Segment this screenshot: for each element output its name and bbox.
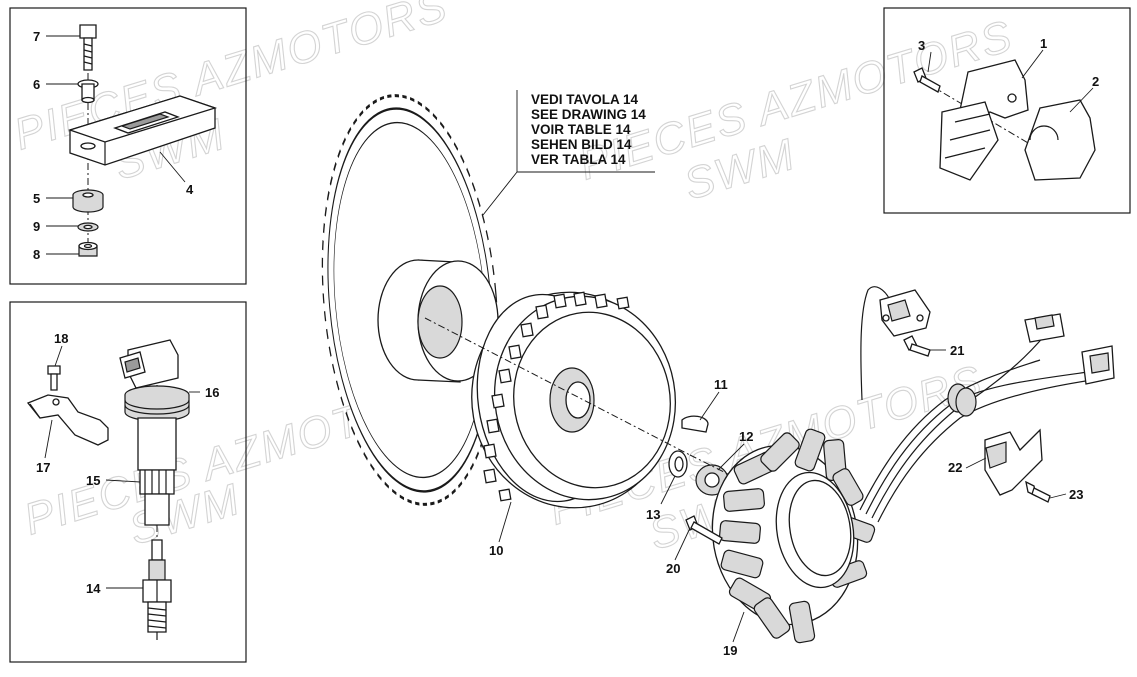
ignition-coil-icon [119,339,190,526]
sensor-cover-2-icon [1024,99,1096,181]
spark-plug-icon [142,539,172,640]
callout-labels: 7 6 5 9 8 4 3 1 2 18 16 17 15 14 11 12 1… [33,29,1099,658]
callout-20: 20 [666,561,680,576]
cable-clip-22-icon [984,428,1043,496]
bracket-17-icon [26,394,109,446]
bolt-7-icon [79,24,97,71]
woodruff-key-11-icon [681,415,709,433]
note-line: SEHEN BILD 14 [531,137,632,152]
callout-11: 11 [714,377,728,392]
pickup-sensor-assembly [913,59,1096,181]
callout-7: 7 [33,29,40,44]
leader-lines [44,35,1094,643]
callout-13: 13 [646,507,660,522]
stator-icon [711,428,876,644]
callout-23: 23 [1069,487,1083,502]
grommet-5-icon [72,189,104,213]
callout-22: 22 [948,460,962,475]
callout-1: 1 [1040,36,1047,51]
axis-line [424,317,691,456]
note-line: VER TABLA 14 [531,152,626,167]
stator-poles [719,428,876,644]
callout-17: 17 [36,460,50,475]
callout-8: 8 [33,247,40,262]
callout-4: 4 [186,182,194,197]
wiring-harness-icon [859,286,1115,523]
callout-15: 15 [86,473,100,488]
callout-19: 19 [723,643,737,658]
note-line: VOIR TABLE 14 [531,122,631,137]
regulator-inset-frame [9,7,247,285]
bolt-23-icon [1025,480,1051,503]
bolt-21-icon [903,335,931,357]
starter-gear-icon [321,94,499,506]
ignition-assembly [26,339,190,640]
note-line: VEDI TAVOLA 14 [531,92,639,107]
see-drawing-note: VEDI TAVOLA 14 SEE DRAWING 14 VOIR TABLE… [531,92,646,167]
flywheel-icon [471,291,677,509]
washer-9-icon [77,222,99,232]
callout-6: 6 [33,77,40,92]
callout-10: 10 [489,543,503,558]
voltage-regulator-icon [67,95,218,166]
sensor-inset-frame [883,7,1131,214]
pickup-sensor-icon [939,59,1029,181]
callout-14: 14 [86,581,101,596]
nut-8-icon [78,241,98,257]
regulator-assembly [67,24,218,257]
callout-3: 3 [918,38,925,53]
note-line: SEE DRAWING 14 [531,107,646,122]
callout-21: 21 [950,343,964,358]
bolt-20-icon [685,515,723,545]
washer-13-icon [668,450,688,478]
flywheel-slots [483,291,630,502]
callout-18: 18 [54,331,68,346]
callout-9: 9 [33,219,40,234]
callout-16: 16 [205,385,219,400]
callout-5: 5 [33,191,40,206]
screw-18-icon [47,365,61,391]
callout-12: 12 [739,429,753,444]
ignition-inset-frame [9,301,247,663]
callout-2: 2 [1092,74,1099,89]
screw-3-icon [913,67,941,93]
